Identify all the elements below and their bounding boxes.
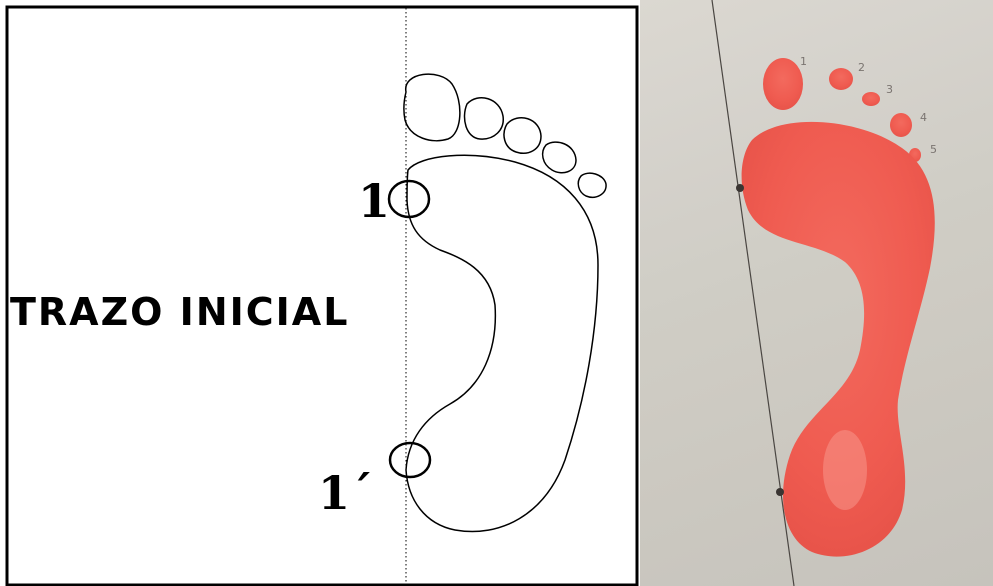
point-label-top: 1 (358, 178, 390, 224)
toe-outlines (404, 74, 606, 197)
toe-number-1: 1 (800, 56, 807, 67)
toe-number-5: 5 (930, 144, 937, 155)
photo-canvas (640, 0, 993, 586)
toe-number-4: 4 (920, 112, 927, 123)
second-toe-outline (465, 98, 504, 139)
toe-print-3 (862, 92, 880, 106)
photo-marker-bottom (776, 488, 784, 496)
foot-outline-diagram: TRAZO INICIAL 1 1´ (0, 0, 640, 586)
photo-marker-top (736, 184, 744, 192)
big-toe-outline (404, 74, 460, 141)
toe-number-3: 3 (886, 84, 893, 95)
toe-print-4 (890, 113, 912, 137)
third-toe-outline (504, 118, 541, 153)
fifth-toe-outline (578, 173, 606, 197)
toe-print-2 (829, 68, 853, 90)
toe-print-1 (763, 58, 803, 110)
fourth-toe-outline (543, 142, 576, 173)
diagram-heading: TRAZO INICIAL (10, 293, 349, 331)
point-label-bottom: 1´ (318, 470, 373, 516)
toe-number-2: 2 (858, 62, 865, 73)
sole-outline (406, 155, 598, 531)
footprint-photo: 1 2 3 4 5 (640, 0, 993, 586)
